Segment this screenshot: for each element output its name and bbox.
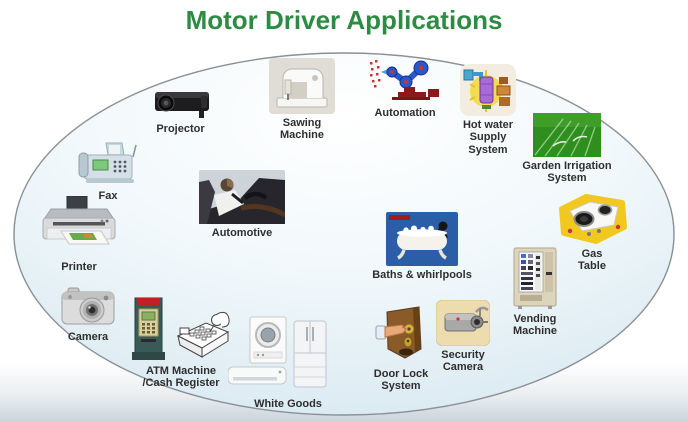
- sewing-machine-icon: [269, 58, 335, 114]
- bathtub-icon: [386, 212, 458, 266]
- item-label: Automation: [374, 107, 436, 119]
- item-atm-cash-register: ATM Machine /Cash Register: [122, 294, 240, 390]
- item-garden-irrigation: Garden Irrigation System: [512, 113, 622, 185]
- atm-machine-icon: [131, 297, 165, 360]
- item-label: Automotive: [211, 227, 273, 239]
- page-title: Motor Driver Applications: [185, 5, 503, 35]
- item-vending-machine: Vending Machine: [492, 246, 578, 338]
- item-fax: Fax: [72, 141, 144, 202]
- item-label: Printer: [61, 261, 97, 273]
- item-projector: Projector: [133, 84, 228, 135]
- item-gas-table: Gas Table: [550, 193, 634, 273]
- item-printer: Printer: [36, 196, 122, 273]
- item-sawing-machine: Sawing Machine: [262, 58, 342, 142]
- irrigated-field-icon: [533, 113, 601, 157]
- item-label: Door Lock System: [373, 368, 429, 393]
- item-label: Sawing Machine: [279, 117, 324, 142]
- robot-arm-icon: [370, 60, 439, 100]
- security-camera-icon: [436, 300, 490, 346]
- item-white-goods: White Goods: [226, 315, 350, 410]
- item-camera: Camera: [52, 284, 124, 343]
- item-automotive: Automotive: [196, 170, 288, 239]
- item-label: White Goods: [254, 398, 322, 410]
- door-lock-icon: [375, 306, 422, 359]
- digital-camera-icon: [61, 287, 115, 325]
- item-baths-whirlpools: Baths & whirlpools: [366, 212, 478, 281]
- item-hot-water-supply: Hot water Supply System: [452, 64, 524, 156]
- printer-icon: [42, 196, 116, 245]
- projector-icon: [154, 92, 209, 118]
- appliances-icon: [228, 316, 327, 388]
- water-heater-icon: [460, 64, 516, 116]
- car-driver-icon: [199, 170, 285, 224]
- item-security-camera: Security Camera: [428, 300, 498, 374]
- item-label: Garden Irrigation System: [522, 160, 612, 185]
- item-door-lock: Door Lock System: [362, 305, 440, 393]
- item-label: Fax: [98, 190, 118, 202]
- item-label: Vending Machine: [512, 313, 557, 338]
- gas-stove-icon: [559, 194, 627, 244]
- item-automation: Automation: [360, 56, 450, 119]
- fax-machine-icon: [78, 142, 137, 183]
- item-label: Security Camera: [441, 349, 485, 374]
- item-label: Gas Table: [578, 248, 606, 273]
- item-label: ATM Machine /Cash Register: [142, 365, 220, 390]
- item-label: Baths & whirlpools: [372, 269, 472, 281]
- item-label: Projector: [156, 123, 205, 135]
- cash-register-icon: [176, 311, 230, 358]
- item-label: Hot water Supply System: [462, 119, 514, 156]
- item-label: Camera: [67, 331, 109, 343]
- atm-cash-register-icons: [129, 294, 234, 362]
- vending-machine-icon: [513, 247, 557, 309]
